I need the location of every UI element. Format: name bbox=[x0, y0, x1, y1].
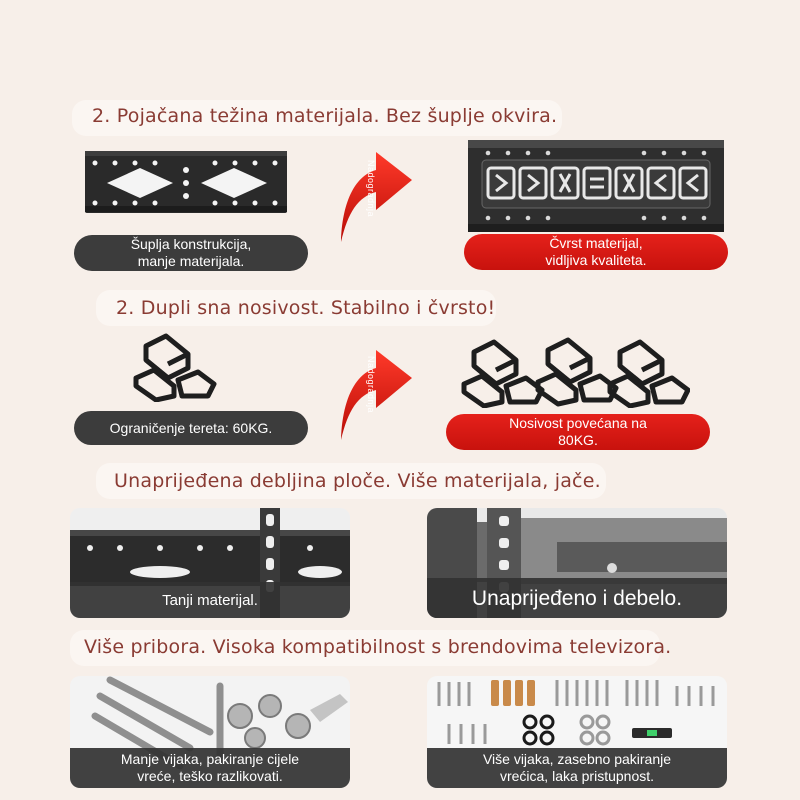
increased-load-caption: Nosivost povećana na 80KG. bbox=[446, 414, 710, 450]
section4-heading-band bbox=[70, 630, 660, 666]
section2-heading: 2. Dupli sna nosivost. Stabilno i čvrsto… bbox=[116, 297, 496, 319]
weight-bars-icon bbox=[461, 337, 690, 408]
fewer-screws-caption: Manje vijaka, pakiranje cijele vreće, te… bbox=[70, 748, 350, 788]
load-limit-caption: Ograničenje tereta: 60KG. bbox=[74, 411, 308, 445]
section3-heading-band bbox=[96, 463, 606, 499]
section3-heading: Unaprijeđena debljina ploče. Više materi… bbox=[114, 470, 601, 492]
section2-heading-band bbox=[96, 290, 496, 326]
thick-material-photo: Unaprijeđeno i debelo. bbox=[427, 508, 727, 618]
fewer-screws-photo: Manje vijaka, pakiranje cijele vreće, te… bbox=[70, 676, 350, 788]
solid-bracket-image bbox=[468, 140, 724, 232]
solid-material-caption: Čvrst materijal, vidljiva kvaliteta. bbox=[464, 234, 728, 270]
thick-material-caption: Unaprijeđeno i debelo. bbox=[427, 578, 727, 618]
weight-bars-icon bbox=[133, 333, 217, 402]
upgrade-arrow-icon bbox=[341, 350, 412, 440]
hollow-bracket-image bbox=[85, 151, 287, 213]
more-screws-photo: Više vijaka, zasebno pakiranje vrećica, … bbox=[427, 676, 727, 788]
section4-heading: Više pribora. Visoka kompatibilnost s br… bbox=[84, 636, 672, 658]
upgrade-arrow-label: Nadogradnja bbox=[366, 160, 376, 218]
hollow-structure-caption: Šuplja konstrukcija, manje materijala. bbox=[74, 235, 308, 271]
upgrade-arrow-label: Nadogradnja bbox=[366, 356, 376, 414]
thick-plate-image bbox=[427, 508, 727, 618]
section1-heading: 2. Pojačana težina materijala. Bez šuplj… bbox=[92, 105, 558, 127]
upgrade-arrow-icon bbox=[341, 152, 412, 242]
section1-heading-band bbox=[72, 100, 562, 136]
thin-material-caption: Tanji materijal. bbox=[70, 582, 350, 618]
thin-material-photo: Tanji materijal. bbox=[70, 508, 350, 618]
more-screws-caption: Više vijaka, zasebno pakiranje vrećica, … bbox=[427, 748, 727, 788]
